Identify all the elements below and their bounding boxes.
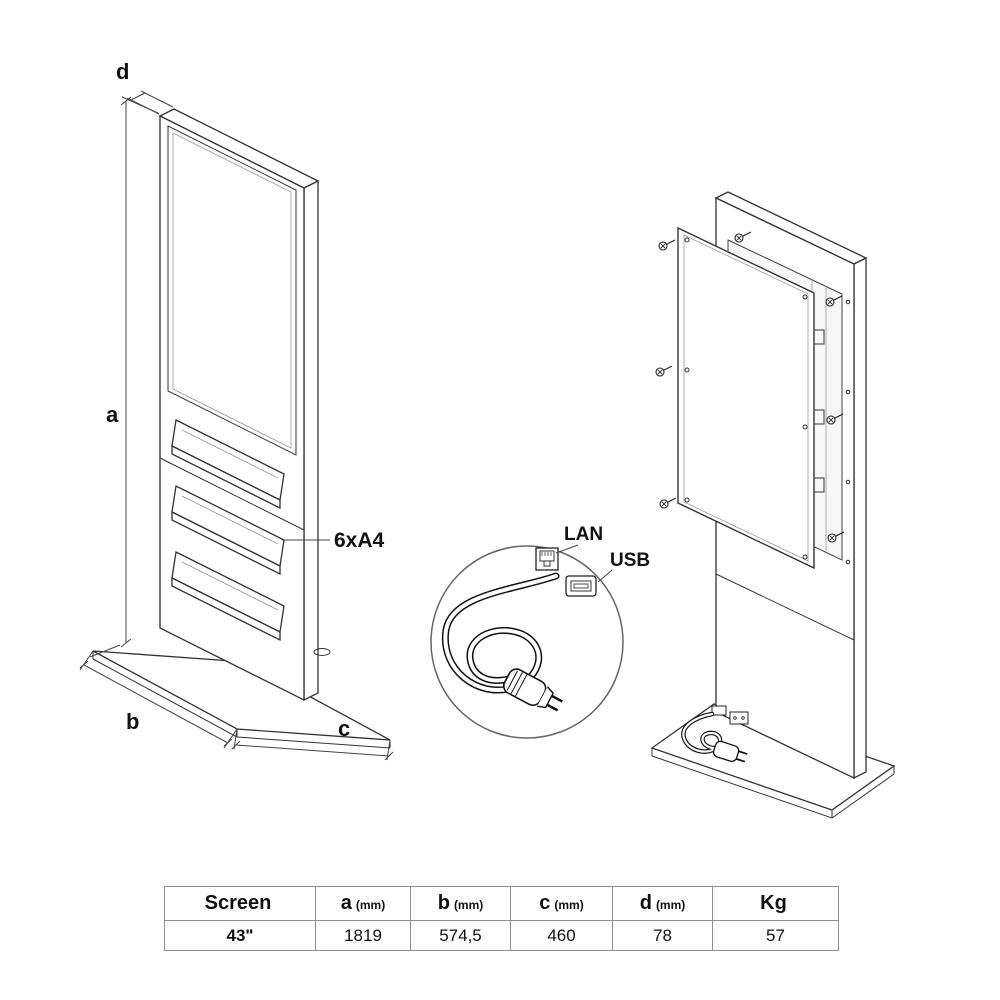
header-unit: (mm) [655, 898, 686, 912]
dimension-d: d [116, 59, 174, 115]
header-unit: (mm) [355, 898, 386, 912]
usb-port-icon [565, 575, 597, 597]
kiosk-technical-diagram: 6xA4 a d b [79, 59, 896, 819]
lan-label: LAN [564, 524, 603, 545]
spec-table-header-row: Screen a(mm) b(mm) c(mm) d(mm) Kg [164, 886, 839, 921]
dimension-b: b [79, 650, 238, 749]
screw-icon [658, 239, 676, 251]
dimension-a: a [89, 96, 159, 658]
rear-power-cable [681, 711, 748, 763]
table-header-c: c(mm) [510, 886, 613, 921]
header-unit: (mm) [554, 898, 584, 912]
table-cell-c: 460 [510, 920, 613, 951]
connection-detail: LAN USB [430, 524, 650, 739]
dimension-c: c [231, 716, 394, 761]
cable-grommet [313, 648, 331, 656]
header-label: b [437, 892, 450, 914]
header-unit: (mm) [453, 898, 484, 912]
screw-icon [659, 497, 677, 509]
table-cell-d: 78 [612, 920, 713, 951]
screw-icon [655, 365, 673, 377]
spec-table: Screen a(mm) b(mm) c(mm) d(mm) Kg [164, 886, 839, 951]
header-label: c [539, 892, 551, 914]
header-label: Screen [204, 892, 272, 914]
io-ports [711, 705, 749, 725]
brochure-callout: 6xA4 [282, 529, 385, 552]
table-header-b: b(mm) [410, 886, 511, 921]
detail-circle [430, 545, 624, 739]
header-label: Kg [760, 892, 787, 914]
table-header-screen: Screen [164, 886, 316, 921]
table-cell-kg: 57 [712, 920, 839, 951]
rear-base-plate [650, 703, 896, 819]
lan-port-icon [535, 547, 559, 571]
dimension-c-label: c [338, 716, 350, 741]
brochure-label: 6xA4 [334, 529, 385, 552]
power-plug-icon [502, 668, 563, 712]
back-panel [677, 226, 815, 570]
brochure-rack [171, 419, 285, 642]
rear-plug-icon [712, 740, 748, 763]
header-label: a [340, 892, 352, 914]
front-kiosk-body [158, 108, 320, 702]
table-header-d: d(mm) [612, 886, 713, 921]
dimension-d-label: d [116, 59, 129, 84]
dimension-a-label: a [106, 402, 119, 427]
front-view: 6xA4 a d b [79, 59, 394, 761]
table-cell-a: 1819 [315, 920, 411, 951]
port-labels: LAN USB [555, 524, 650, 583]
cabinet-seam [159, 457, 305, 531]
table-header-a: a(mm) [315, 886, 411, 921]
spec-table-data-row: 43" 1819 574,5 460 78 57 [164, 920, 839, 951]
usb-label: USB [610, 550, 650, 571]
table-cell-screen-size: 43" [164, 920, 316, 951]
header-label: d [639, 892, 652, 914]
dimension-b-label: b [126, 709, 139, 734]
table-cell-b: 574,5 [410, 920, 511, 951]
rear-view [650, 191, 896, 819]
table-header-kg: Kg [712, 886, 839, 921]
display-screen [167, 125, 297, 456]
